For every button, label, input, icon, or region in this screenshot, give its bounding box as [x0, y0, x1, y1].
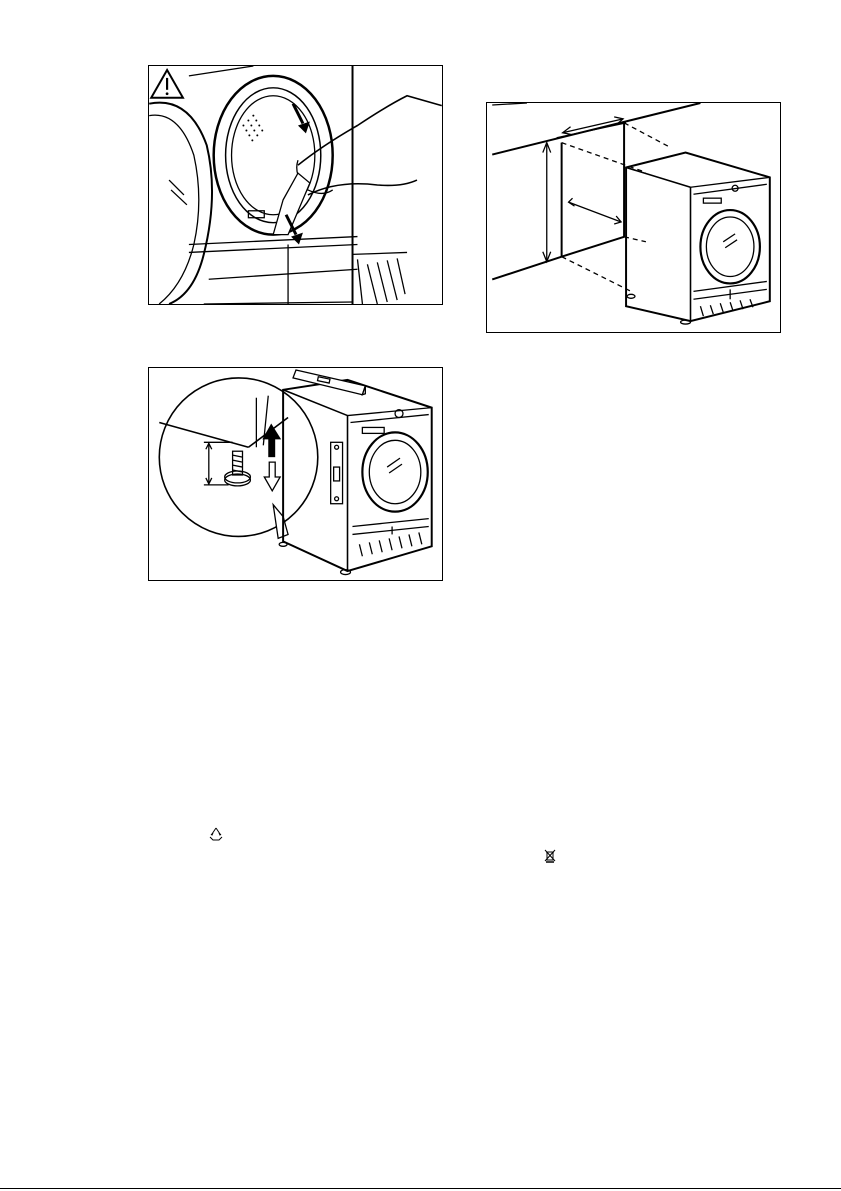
foot-leveling-figure	[148, 367, 443, 581]
installation-niche-drawing	[487, 103, 780, 332]
installation-niche-figure	[486, 102, 781, 333]
packaging-removal-figure	[148, 65, 443, 305]
foot-leveling-drawing	[149, 368, 442, 580]
arrow-down-icon	[264, 462, 280, 491]
packaging-removal-drawing	[149, 66, 442, 304]
page-bottom-rule	[0, 1188, 841, 1189]
weee-bin-icon	[544, 849, 556, 863]
recycle-icon	[207, 826, 225, 842]
warning-icon	[151, 70, 183, 98]
